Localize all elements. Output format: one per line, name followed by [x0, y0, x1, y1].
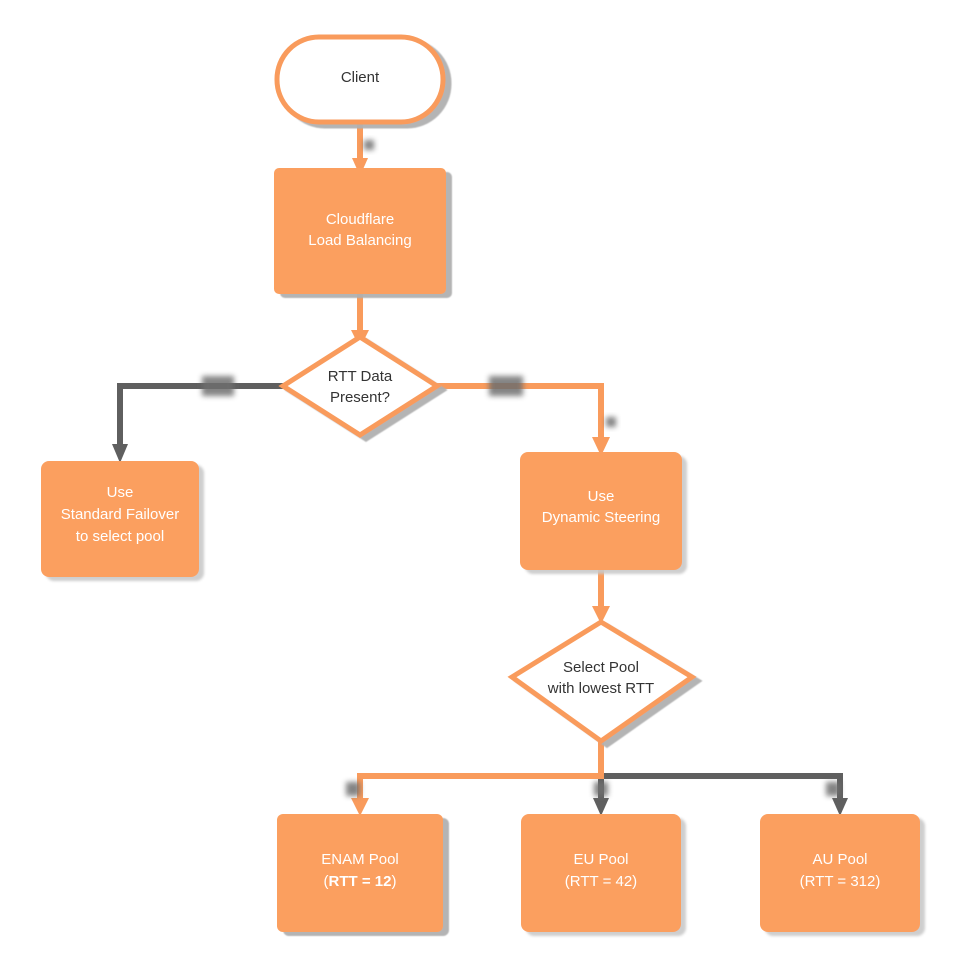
node-cloudflare-load-balancing[interactable]: Cloudflare Load Balancing	[274, 168, 446, 294]
node-enam-pool[interactable]: ENAM Pool (RTT = 12)	[277, 814, 443, 932]
enam-paren-close: )	[391, 873, 396, 890]
dynamic-label-line2: Dynamic Steering	[542, 509, 660, 526]
cloudflare-label-line2: Load Balancing	[308, 232, 411, 249]
node-eu-pool[interactable]: EU Pool (RTT = 42)	[521, 814, 681, 932]
rtt-data-present-shape	[278, 334, 442, 438]
au-pool-name: AU Pool	[812, 851, 867, 868]
edges-layer	[112, 122, 848, 816]
enam-rtt-value: RTT = 12	[329, 873, 392, 890]
eu-pool-name: EU Pool	[573, 851, 628, 868]
eu-pool-shape	[521, 814, 681, 932]
node-select-pool-lowest-rtt[interactable]: Select Pool with lowest RTT	[507, 619, 697, 745]
node-dynamic-steering[interactable]: Use Dynamic Steering	[520, 452, 682, 570]
cloudflare-load-balancing-shape	[274, 168, 446, 294]
edge-label-blur-au	[826, 782, 840, 796]
rtt-decision-label-line1: RTT Data	[328, 368, 393, 385]
node-client[interactable]: Client	[274, 34, 446, 125]
edge-label-blur-client	[364, 140, 374, 150]
failover-label-line3: to select pool	[76, 528, 164, 545]
edge-label-blur-no	[202, 376, 234, 396]
eu-pool-rtt-line: (RTT = 42)	[565, 873, 637, 890]
enam-pool-name: ENAM Pool	[321, 851, 399, 868]
node-rtt-data-present[interactable]: RTT Data Present?	[278, 334, 442, 438]
dynamic-label-line1: Use	[588, 488, 615, 505]
edge-label-blur-eu	[594, 782, 608, 796]
enam-pool-shape	[277, 814, 443, 932]
client-shape	[274, 34, 446, 125]
edge-select-pool-to-au-pool	[601, 773, 848, 816]
nodes-layer: Client Cloudflare Load Balancing RTT Dat…	[41, 34, 920, 932]
failover-label-line2: Standard Failover	[61, 506, 179, 523]
edge-dynamic-steering-to-select-pool	[592, 570, 610, 624]
edge-client-to-load-balancing	[352, 122, 374, 176]
rtt-decision-label-line2: Present?	[330, 389, 390, 406]
select-pool-label-line1: Select Pool	[563, 659, 639, 676]
cloudflare-label-line1: Cloudflare	[326, 211, 394, 228]
edge-label-blur-yes	[489, 376, 523, 396]
standard-failover-shape	[41, 461, 199, 577]
select-pool-label-line2: with lowest RTT	[547, 680, 654, 697]
au-pool-shape	[760, 814, 920, 932]
failover-label-line1: Use	[107, 484, 134, 501]
edge-label-blur-enam	[346, 782, 360, 796]
edge-decision-to-dynamic-steering	[436, 376, 616, 456]
edge-decision-to-standard-failover	[112, 376, 284, 463]
au-pool-rtt-line: (RTT = 312)	[800, 873, 881, 890]
edge-label-blur-yes-tail	[606, 417, 616, 427]
node-standard-failover[interactable]: Use Standard Failover to select pool	[41, 461, 199, 577]
dynamic-steering-shape	[520, 452, 682, 570]
select-pool-shape	[507, 619, 697, 745]
enam-pool-rtt-line: (RTT = 12)	[324, 873, 397, 890]
node-au-pool[interactable]: AU Pool (RTT = 312)	[760, 814, 920, 932]
edge-select-pool-to-enam-pool	[346, 742, 604, 816]
client-label: Client	[341, 69, 380, 86]
enam-paren-open: (	[324, 873, 329, 890]
